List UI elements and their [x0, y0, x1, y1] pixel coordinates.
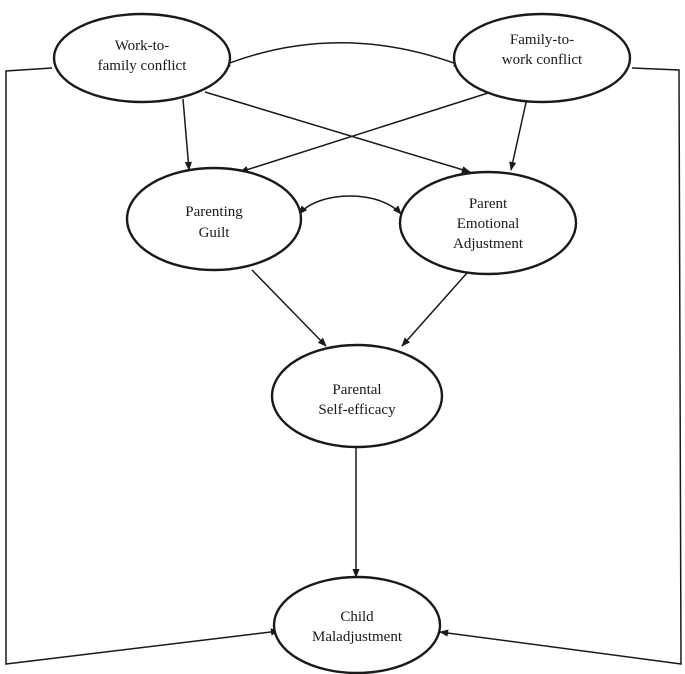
node-child-line2: Maladjustment — [312, 629, 403, 645]
edge-guilt-to-efficacy — [251, 269, 327, 347]
edge-wfc-to-child-direct — [5, 67, 280, 665]
node-fwc-line2: work conflict — [502, 52, 583, 68]
edge-wfc-to-guilt — [182, 98, 192, 171]
node-child-line1: Child — [340, 609, 374, 625]
edge-wfc-fwc-covariance — [221, 42, 463, 67]
edge-guilt-emotional-covariance — [298, 195, 402, 215]
edge-fwc-to-guilt — [239, 92, 489, 173]
edge-fwc-to-child-direct — [439, 67, 682, 665]
node-wfc-line2: family conflict — [98, 58, 188, 74]
node-emotional-line3: Adjustment — [453, 236, 524, 252]
node-parent-emotional-adjustment: Parent Emotional Adjustment — [398, 170, 578, 276]
node-parental-self-efficacy: Parental Self-efficacy — [270, 343, 444, 449]
node-child-maladjustment: Child Maladjustment — [272, 575, 442, 674]
node-efficacy-line1: Parental — [332, 382, 381, 398]
node-efficacy-line2: Self-efficacy — [318, 402, 396, 418]
edge-fwc-to-emotional — [509, 97, 528, 171]
node-guilt-line2: Guilt — [199, 225, 231, 241]
node-emotional-line1: Parent — [469, 196, 508, 212]
node-emotional-line2: Emotional — [457, 216, 520, 232]
node-family-to-work-conflict: Family-to- work conflict — [452, 12, 632, 104]
node-fwc-line1: Family-to- — [510, 32, 574, 48]
edge-wfc-to-emotional — [204, 91, 471, 174]
node-guilt-line1: Parenting — [185, 204, 243, 220]
node-parenting-guilt: Parenting Guilt — [125, 166, 303, 272]
edge-emotional-to-efficacy — [401, 272, 468, 347]
node-wfc-line1: Work-to- — [115, 38, 170, 54]
node-work-to-family-conflict: Work-to- family conflict — [52, 12, 232, 104]
